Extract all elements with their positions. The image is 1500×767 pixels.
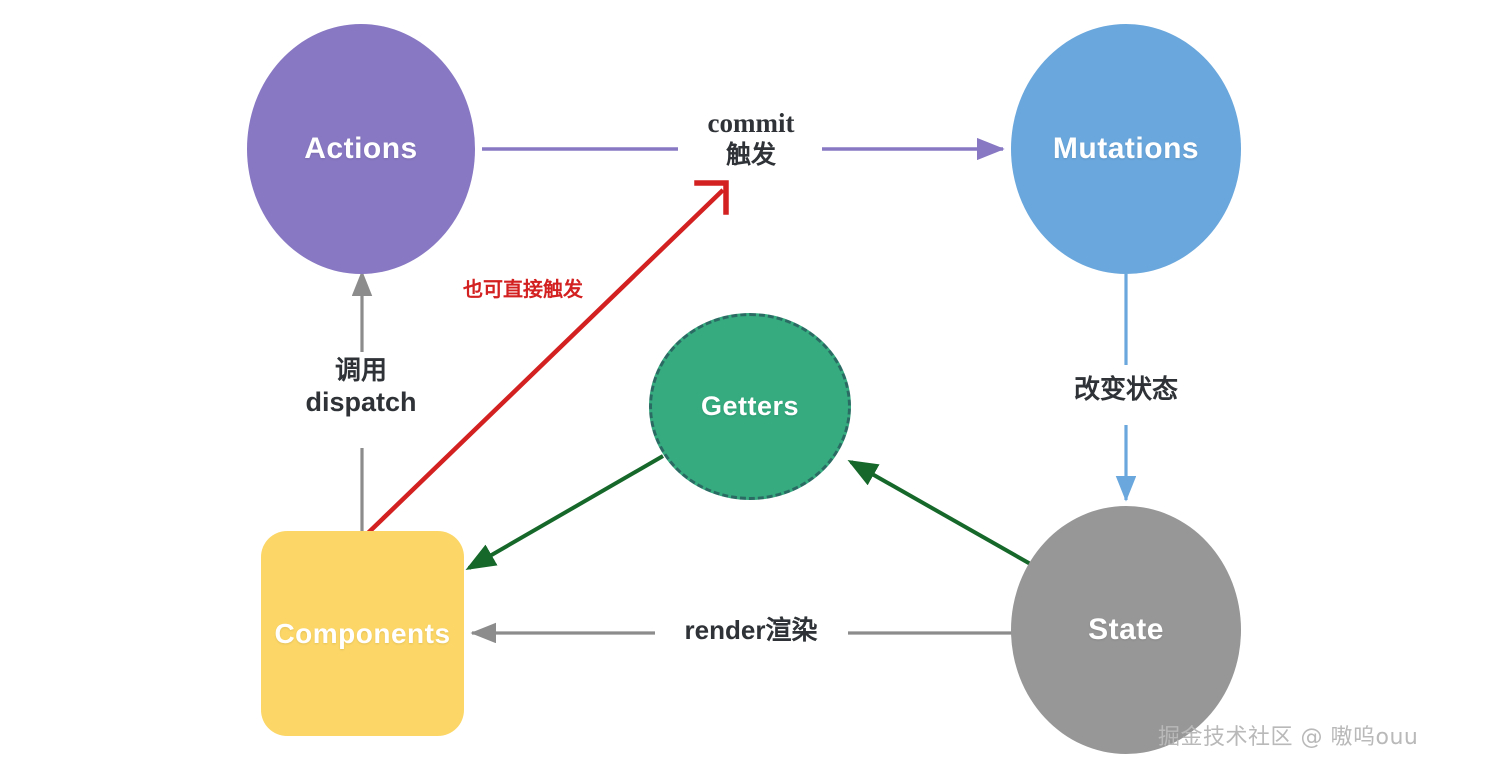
edge-label-change-state: 改变状态	[1026, 375, 1226, 406]
node-getters[interactable]: Getters	[649, 313, 851, 500]
node-components-label: Components	[274, 617, 451, 649]
node-mutations-label: Mutations	[1052, 132, 1200, 165]
edge-label-change-state-text: 改变状态	[1073, 375, 1178, 405]
node-mutations[interactable]: Mutations	[1011, 24, 1241, 274]
node-components[interactable]: Components	[261, 531, 464, 736]
edge-label-commit: commit 触发	[651, 108, 851, 169]
edge-label-render-en: render	[684, 615, 766, 645]
watermark: 掘金技术社区 @ 嗷呜ouu	[1158, 725, 1419, 750]
edge-label-direct-trigger-text: 也可直接触发	[463, 277, 583, 301]
edge-label-render: render渲染	[651, 615, 851, 647]
edge-label-dispatch: 调用 dispatch	[261, 356, 461, 419]
edge-direct-commit-arrowhead	[694, 180, 729, 215]
node-state[interactable]: State	[1011, 506, 1241, 754]
edge-getters-to-components	[465, 454, 664, 570]
edge-direct-commit	[366, 188, 725, 535]
node-actions-label: Actions	[304, 132, 418, 165]
edge-label-direct-trigger: 也可直接触发	[443, 277, 603, 302]
edge-label-render-cn: 渲染	[765, 616, 818, 646]
node-getters-label: Getters	[700, 391, 800, 421]
edge-state-to-getters	[847, 460, 1035, 568]
edge-label-dispatch-line1: 调用	[334, 356, 387, 386]
node-actions[interactable]: Actions	[247, 24, 475, 274]
node-state-label: State	[1088, 613, 1164, 646]
edge-label-commit-line2: 触发	[725, 139, 776, 169]
edge-label-dispatch-line2: dispatch	[305, 386, 417, 417]
edge-label-commit-line1: commit	[707, 108, 795, 138]
